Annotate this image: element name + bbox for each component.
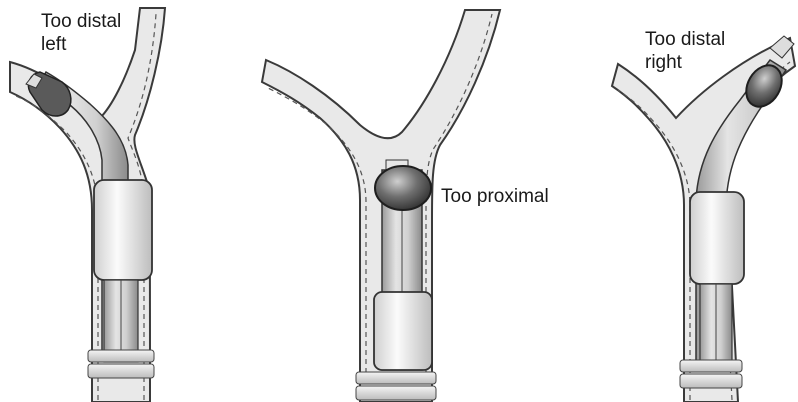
label-line: right (645, 51, 725, 74)
tracheal-ring (680, 374, 742, 388)
label-line: Too proximal (441, 186, 549, 207)
tracheal-cuff-left (94, 180, 152, 280)
label-too-distal-left: Too distal left (41, 10, 121, 56)
label-line: left (41, 33, 121, 56)
tracheal-ring (356, 372, 436, 384)
panel-too-distal-right (612, 36, 795, 402)
panel-too-distal-left (10, 8, 165, 402)
tracheal-cuff-center (374, 292, 432, 370)
bronchial-cuff-center (375, 166, 431, 210)
tracheal-ring (88, 364, 154, 378)
tracheal-ring (88, 350, 154, 362)
tracheal-ring (680, 360, 742, 372)
label-line: Too distal (41, 11, 121, 32)
tracheal-cuff-right (690, 192, 744, 284)
label-line: Too distal (645, 29, 725, 50)
label-too-distal-right: Too distal right (645, 28, 725, 74)
label-too-proximal: Too proximal (441, 185, 549, 208)
tracheal-ring (356, 386, 436, 400)
